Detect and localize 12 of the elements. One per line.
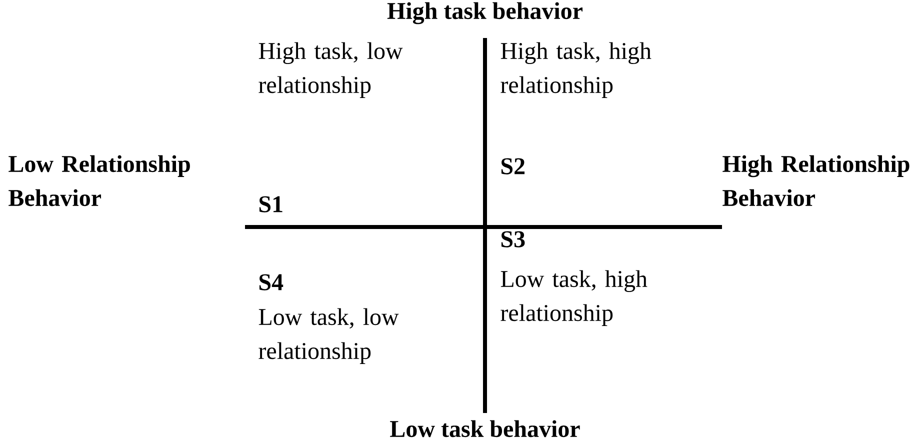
axis-label: Low Relationship Behavior bbox=[8, 155, 190, 206]
quadrant-label: High task, low relationship bbox=[258, 42, 403, 98]
quadrant-code: S1 bbox=[259, 196, 282, 212]
quadrant-label: Low task, high relationship bbox=[500, 270, 648, 326]
quadrant-code: S3 bbox=[501, 231, 525, 248]
axis-label: High Relationship Behavior bbox=[722, 155, 910, 206]
quadrant-label: Low task, low relationship bbox=[258, 308, 399, 364]
quadrant-label: High task, high relationship bbox=[500, 42, 652, 98]
axis-label: Low task behavior bbox=[390, 420, 580, 438]
quadrant-code: S2 bbox=[501, 158, 525, 174]
axis-label: High task behavior bbox=[387, 2, 582, 24]
quadrant-code: S4 bbox=[259, 274, 284, 290]
